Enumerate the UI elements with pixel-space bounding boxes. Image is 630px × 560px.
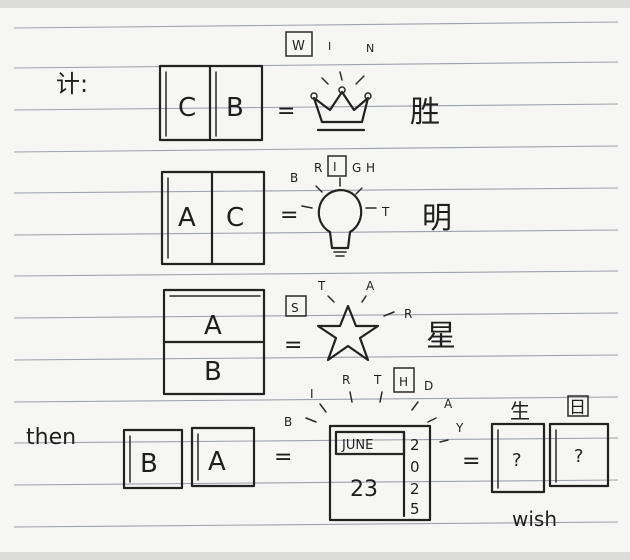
puzzle-3-ray-top-2: A <box>366 279 375 293</box>
final-boxed-letter-box <box>393 367 415 393</box>
lightbulb-icon <box>301 177 377 257</box>
final-caption: wish <box>512 507 557 531</box>
mystery-box-2 <box>548 422 610 488</box>
calendar-icon: JUNE 23 2 0 2 5 <box>328 424 432 522</box>
header-letter-box <box>285 31 313 57</box>
final-char-1: 生 <box>510 399 530 423</box>
puzzle-3-boxed-letter-box <box>285 295 307 317</box>
mystery-mark-2: ? <box>574 446 584 467</box>
final-equals-2: = <box>462 449 480 474</box>
puzzle-3-equals: = <box>284 333 302 358</box>
final-equals-1: = <box>274 445 292 470</box>
puzzle-2-ray-top-3: G <box>352 161 361 175</box>
calendar-month: JUNE <box>341 438 373 453</box>
star-icon <box>316 295 395 362</box>
puzzle-3-boxed-letter: S <box>291 301 299 315</box>
puzzle-2-answer: 明 <box>422 201 452 236</box>
puzzle-3-cell-2: B <box>204 357 222 387</box>
puzzle-3-cell-1: A <box>204 311 222 341</box>
mystery-mark-1: ? <box>512 450 522 471</box>
puzzle-3-answer: 星 <box>426 319 456 354</box>
puzzle-2-ray-right: T <box>381 205 390 219</box>
final-lead-word: then <box>26 425 76 450</box>
final-char-2-box <box>567 395 589 417</box>
puzzle-2-ray-top-1: R <box>314 161 322 175</box>
puzzle-2-boxed-letter-box <box>327 155 347 177</box>
final-ray-8: Y <box>455 421 464 435</box>
margin-note: 计: <box>56 70 88 98</box>
puzzle-1: C B = 胜 <box>158 64 440 142</box>
final-ray-6: D <box>424 379 433 393</box>
final-boxed-letter: H <box>399 375 408 389</box>
calendar-year-digit-1: 2 <box>410 436 420 454</box>
calendar-year-digit-4: 5 <box>410 500 420 518</box>
puzzle-1-answer: 胜 <box>410 95 440 130</box>
puzzle-2-cell-1: A <box>178 203 196 233</box>
final-ray-7: A <box>444 397 453 411</box>
final-cell-2-box <box>190 426 256 488</box>
final-ray-2: I <box>310 387 314 401</box>
header-letter-3: N <box>366 42 374 55</box>
puzzle-2-ray-left: B <box>290 171 298 185</box>
final-ray-lines <box>305 391 449 443</box>
mystery-box-1 <box>490 422 546 494</box>
header-word: W I N <box>285 31 374 57</box>
puzzle-1-cell-1: C <box>178 93 196 123</box>
final-puzzle: then B A = B I R T H D A Y <box>26 367 610 531</box>
puzzle-2: A C = B R I G H T 明 <box>160 155 452 266</box>
final-ray-1: B <box>284 415 292 429</box>
final-cell-2: A <box>208 447 226 477</box>
header-boxed-letter: W <box>292 39 305 54</box>
final-char-2: 日 <box>569 398 586 418</box>
puzzle-2-cell-2: C <box>226 203 244 233</box>
puzzle-1-equals: = <box>277 99 295 124</box>
final-cell-1-box <box>122 428 184 490</box>
calendar-year-digit-2: 0 <box>410 458 420 476</box>
calendar-frame <box>328 424 432 522</box>
puzzle-3: A B = S T A R 星 <box>162 279 456 396</box>
calendar-year-digit-3: 2 <box>410 480 420 498</box>
puzzle-1-cell-2: B <box>226 93 244 123</box>
calendar-day: 23 <box>350 477 378 502</box>
final-cell-1: B <box>140 449 158 479</box>
puzzle-2-boxed-letter: I <box>333 160 337 174</box>
crown-icon <box>310 71 372 132</box>
final-ray-4: T <box>373 373 382 387</box>
puzzle-2-equals: = <box>280 203 298 228</box>
puzzle-3-ray-right: R <box>404 307 412 321</box>
puzzle-2-ray-top-4: H <box>366 161 375 175</box>
final-ray-3: R <box>342 373 350 387</box>
ruled-lines <box>13 21 619 528</box>
header-letter-2: I <box>328 40 331 53</box>
puzzle-3-ray-top-1: T <box>317 279 326 293</box>
